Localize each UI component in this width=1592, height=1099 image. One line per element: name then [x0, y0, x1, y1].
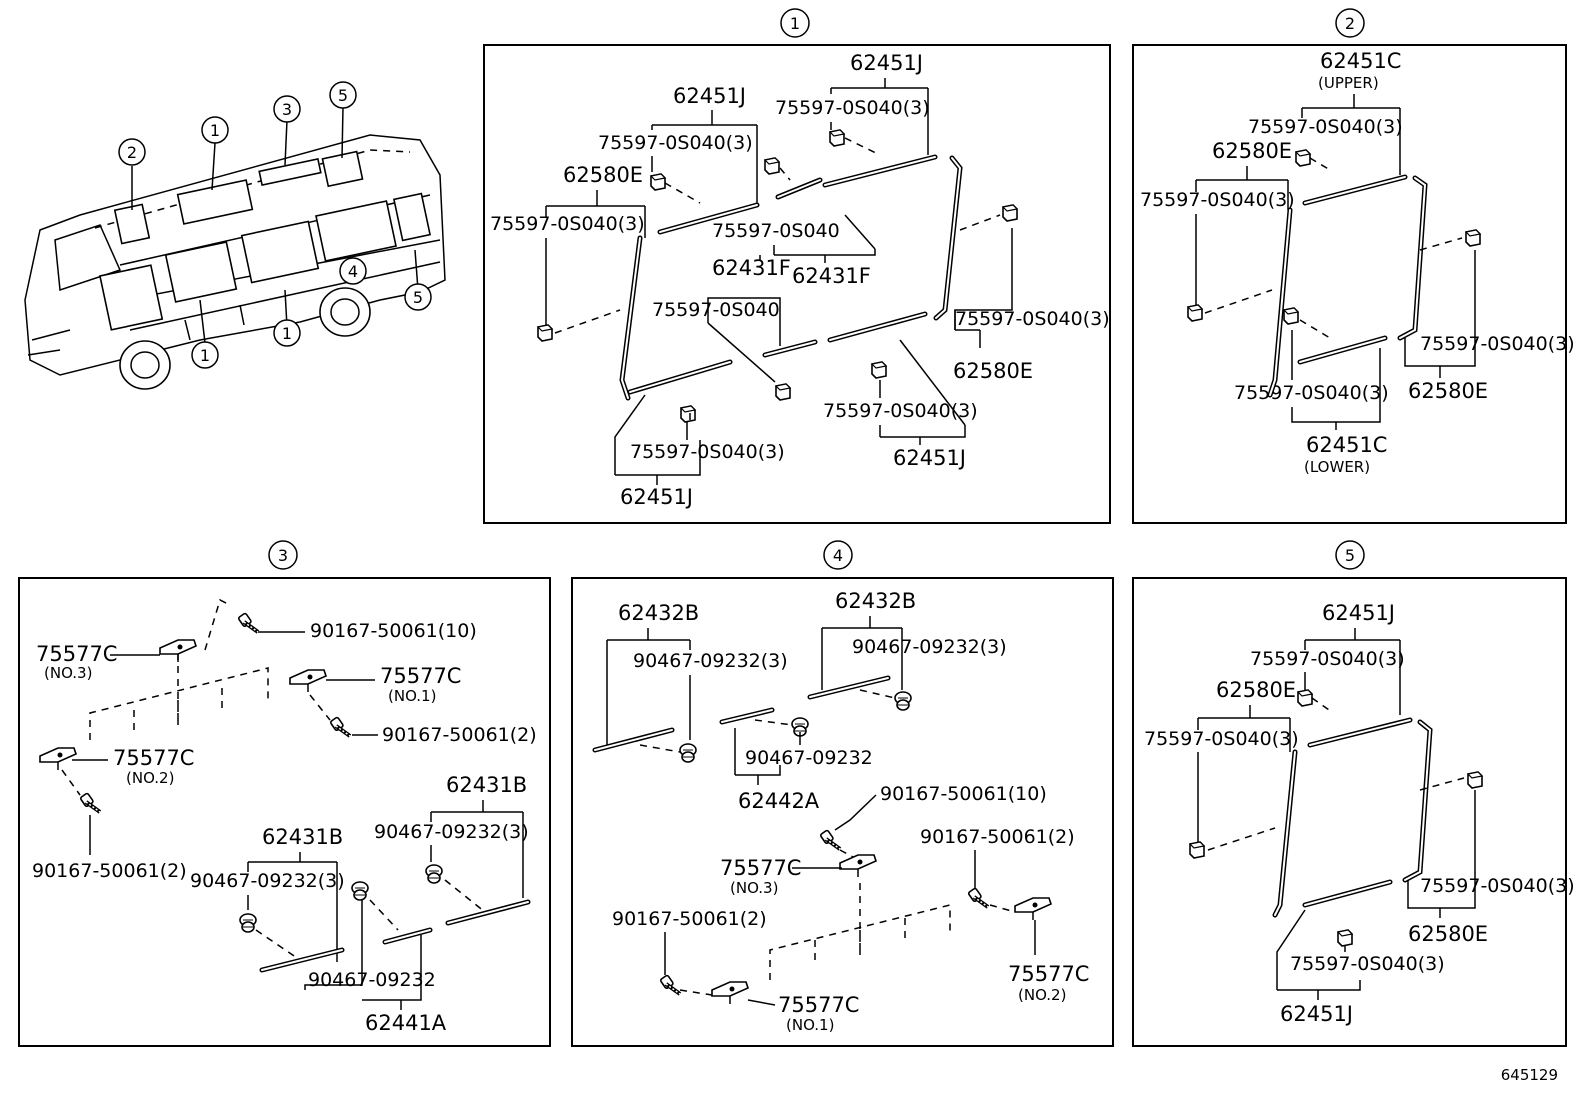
s4-part-75577C-no3: 75577C [720, 856, 801, 880]
s1-part-62580E: 62580E [953, 359, 1033, 383]
s1-part-75597: 75597-0S040(3) [490, 213, 645, 235]
s2-part-75597: 75597-0S040(3) [1420, 333, 1575, 355]
s2-part-62451C-lower: 62451C [1306, 433, 1387, 457]
s1-part-62451J: 62451J [850, 51, 923, 75]
s4-part-75577C-no1: 75577C [778, 993, 859, 1017]
section-3-frame [18, 577, 551, 1047]
s3-part-90467-3: 90467-09232(3) [190, 870, 345, 892]
figure-id: 645129 [1501, 1066, 1558, 1084]
section-1: 1 62451J 75597-0S040(3) 62451J 75597-0S0… [483, 8, 1111, 524]
s2-part-62451C-upper: 62451C [1320, 49, 1401, 73]
s2-qualifier-lower: (LOWER) [1304, 458, 1370, 476]
s4-qualifier-no2: (NO.2) [1018, 986, 1066, 1004]
bus-callout-2 [118, 138, 146, 166]
section-1-number: 1 [790, 14, 800, 33]
s3-part-62431B: 62431B [262, 825, 343, 849]
s1-part-62451J: 62451J [620, 485, 693, 509]
bus-callout-label: 3 [282, 100, 292, 119]
section-4-number: 4 [833, 546, 843, 565]
s4-part-90167-2: 90167-50061(2) [920, 826, 1075, 848]
s3-part-75577C-no2: 75577C [113, 746, 194, 770]
s1-part-75597: 75597-0S040(3) [630, 441, 785, 463]
s3-part-90167-2: 90167-50061(2) [382, 724, 537, 746]
bus-callout-label: 1 [210, 121, 220, 140]
s5-part-62580E: 62580E [1216, 678, 1296, 702]
s4-part-90467-3: 90467-09232(3) [852, 636, 1007, 658]
s3-part-62431B: 62431B [446, 773, 527, 797]
section-2-number: 2 [1345, 14, 1355, 33]
section-4-frame [571, 577, 1114, 1047]
section-2: 2 62451C (UPPER) 75597-0S040(3) 62580E 7… [1132, 8, 1575, 524]
s1-part-75597: 75597-0S040 [652, 299, 780, 321]
s2-part-75597: 75597-0S040(3) [1248, 116, 1403, 138]
s1-part-75597: 75597-0S040(3) [598, 132, 753, 154]
section-5-number: 5 [1345, 546, 1355, 565]
s1-part-75597: 75597-0S040 [712, 220, 840, 242]
s2-part-75597: 75597-0S040(3) [1140, 189, 1295, 211]
s1-part-62431F: 62431F [712, 256, 791, 280]
s5-part-75597: 75597-0S040(3) [1420, 875, 1575, 897]
s4-qualifier-no1: (NO.1) [786, 1016, 834, 1034]
s1-part-75597: 75597-0S040(3) [775, 97, 930, 119]
section-5-frame [1132, 577, 1567, 1047]
s1-part-75597: 75597-0S040(3) [823, 400, 978, 422]
s3-part-75577C-no1: 75577C [380, 664, 461, 688]
section-3-number: 3 [278, 546, 288, 565]
bus-callout-label: 2 [127, 143, 137, 162]
s3-part-90167-2: 90167-50061(2) [32, 860, 187, 882]
s3-part-90467-3: 90467-09232(3) [374, 821, 529, 843]
s5-part-62580E: 62580E [1408, 922, 1488, 946]
section-5: 5 62451J 75597-0S040(3) 62580E 75597-0S0… [1132, 540, 1575, 1047]
s1-part-62451J: 62451J [893, 446, 966, 470]
bus-callout-label: 5 [413, 288, 423, 307]
s5-part-75597: 75597-0S040(3) [1290, 953, 1445, 975]
s4-part-62432B: 62432B [835, 589, 916, 613]
s4-part-75577C-no2: 75577C [1008, 962, 1089, 986]
bus-overview: 2 1 3 5 4 5 1 1 [24, 81, 446, 390]
s2-part-62580E: 62580E [1212, 139, 1292, 163]
bus-callout-label: 4 [348, 262, 358, 281]
s3-part-62441A: 62441A [365, 1011, 447, 1035]
bus-callout-label: 1 [282, 324, 292, 343]
s4-part-62442A: 62442A [738, 789, 820, 813]
s1-part-62431F: 62431F [792, 264, 871, 288]
s5-part-75597: 75597-0S040(3) [1144, 728, 1299, 750]
s3-part-90167-10: 90167-50061(10) [310, 620, 477, 642]
s1-part-62451J: 62451J [673, 84, 746, 108]
section-3: 3 75577C (NO.3) 90167-50061(10) 75577C (… [18, 540, 551, 1047]
s3-qualifier-no2: (NO.2) [126, 769, 174, 787]
s4-part-90167-2: 90167-50061(2) [612, 908, 767, 930]
s5-part-62451J: 62451J [1322, 601, 1395, 625]
s4-qualifier-no3: (NO.3) [730, 879, 778, 897]
s1-part-62580E: 62580E [563, 163, 643, 187]
s3-qualifier-no3: (NO.3) [44, 664, 92, 682]
s2-qualifier-upper: (UPPER) [1318, 74, 1379, 92]
bus-callout-label: 1 [200, 346, 210, 365]
s4-part-90167-10: 90167-50061(10) [880, 783, 1047, 805]
s4-part-90467: 90467-09232 [745, 747, 873, 769]
section-4: 4 62432B 90467-09232(3) 62432B 90467-092… [571, 540, 1114, 1047]
s4-part-62432B: 62432B [618, 601, 699, 625]
s3-part-75577C-no3: 75577C [36, 642, 117, 666]
s2-part-62580E: 62580E [1408, 379, 1488, 403]
section-2-frame [1132, 44, 1567, 524]
s4-part-90467-3: 90467-09232(3) [633, 650, 788, 672]
s1-part-75597: 75597-0S040(3) [955, 308, 1110, 330]
section-1-frame [483, 44, 1111, 524]
s5-part-62451J: 62451J [1280, 1002, 1353, 1026]
s5-part-75597: 75597-0S040(3) [1250, 648, 1405, 670]
bus-callout-label: 5 [338, 86, 348, 105]
s3-qualifier-no1: (NO.1) [388, 687, 436, 705]
s3-part-90467: 90467-09232 [308, 969, 436, 991]
s2-part-75597: 75597-0S040(3) [1234, 382, 1389, 404]
